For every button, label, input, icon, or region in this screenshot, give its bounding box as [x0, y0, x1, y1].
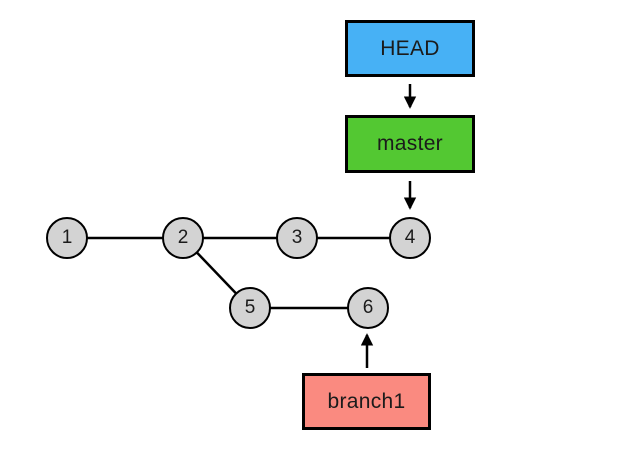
commit-node-4-label: 4: [404, 227, 416, 248]
master-branch-box: master: [345, 115, 475, 173]
commit-node-4: 4: [389, 217, 431, 259]
head-pointer-label: HEAD: [380, 36, 440, 60]
commit-node-1: 1: [46, 217, 88, 259]
master-branch-label: master: [377, 132, 443, 155]
head-pointer-box: HEAD: [345, 20, 475, 77]
commit-node-6-label: 6: [362, 297, 374, 318]
commit-node-3: 3: [276, 217, 318, 259]
commit-node-5: 5: [229, 287, 271, 329]
commit-node-3-label: 3: [291, 227, 303, 248]
commit-node-6: 6: [347, 287, 389, 329]
commit-node-1-label: 1: [61, 227, 73, 248]
commit-node-2-label: 2: [177, 227, 189, 248]
commit-node-2: 2: [162, 217, 204, 259]
commit-node-5-label: 5: [244, 297, 256, 318]
branch1-branch-box: branch1: [302, 373, 431, 430]
branch1-branch-label: branch1: [327, 389, 406, 413]
